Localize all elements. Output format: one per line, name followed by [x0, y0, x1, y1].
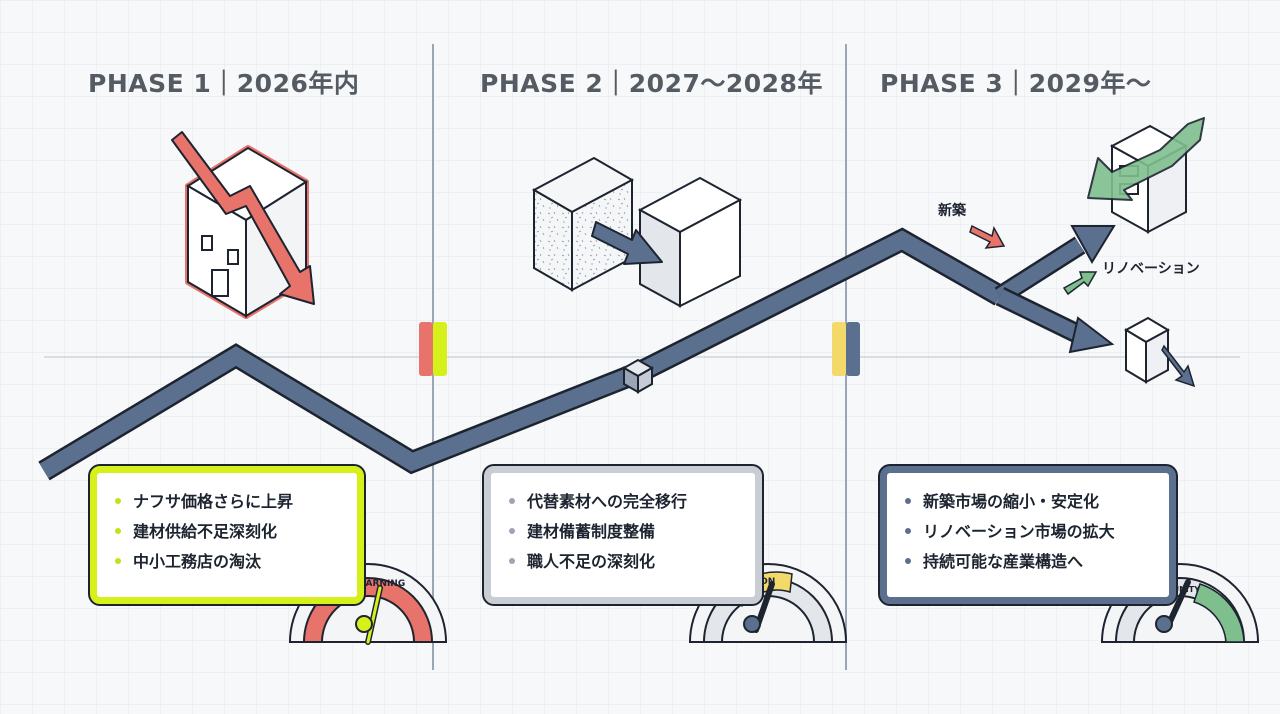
list-item: 新築市場の縮小・安定化 — [905, 487, 1151, 517]
list-item: 持続可能な産業構造へ — [905, 547, 1151, 577]
bullet-text: ナフサ価格さらに上昇 — [133, 492, 294, 511]
renovation-growth-arrow-icon — [1062, 271, 1098, 296]
building-growth-icon — [1087, 117, 1205, 234]
phase1-to-2-marker — [419, 322, 447, 376]
phase1-bullet-list: ナフサ価格さらに上昇 建材供給不足深刻化 中小工務店の淘汰 — [115, 487, 339, 577]
phase3-bullet-list: 新築市場の縮小・安定化 リノベーション市場の拡大 持続可能な産業構造へ — [905, 487, 1151, 577]
list-item: 建材備蓄制度整備 — [509, 517, 737, 547]
bullet-dot-icon — [905, 557, 911, 564]
bullet-dot-icon — [905, 527, 911, 534]
bullet-text: 中小工務店の淘汰 — [133, 552, 262, 571]
connector-cube-icon — [621, 358, 655, 394]
phase1-summary-box: ナフサ価格さらに上昇 建材供給不足深刻化 中小工務店の淘汰 — [90, 466, 364, 604]
bullet-text: 持続可能な産業構造へ — [923, 552, 1084, 571]
bullet-dot-icon — [115, 557, 121, 564]
bullet-dot-icon — [509, 557, 515, 564]
bullet-dot-icon — [115, 527, 121, 534]
phase3-title: PHASE 3｜2029年〜 — [880, 69, 1152, 98]
bullet-text: 建材供給不足深刻化 — [133, 522, 278, 541]
list-item: 中小工務店の淘汰 — [115, 547, 339, 577]
warning-gauge-label: WARNING — [356, 579, 405, 589]
bullet-text: リノベーション市場の拡大 — [923, 522, 1115, 541]
renovation-label: リノベーション — [1102, 261, 1200, 277]
bullet-dot-icon — [509, 497, 515, 504]
new-build-label: 新築 — [938, 203, 966, 219]
list-item: 建材供給不足深刻化 — [115, 517, 339, 547]
building-decline-icon — [171, 131, 315, 319]
phase2-to-3-marker — [832, 322, 860, 376]
phase2-title: PHASE 2｜2027〜2028年 — [480, 69, 823, 98]
new-build-branch-arrow-icon — [1070, 225, 1116, 264]
list-item: ナフサ価格さらに上昇 — [115, 487, 339, 517]
phase2-summary-box: 代替素材への完全移行 建材備蓄制度整備 職人不足の深刻化 — [484, 466, 762, 604]
bullet-text: 職人不足の深刻化 — [527, 552, 656, 571]
phase2-bullet-list: 代替素材への完全移行 建材備蓄制度整備 職人不足の深刻化 — [509, 487, 737, 577]
renovation-branch-arrow-icon — [1068, 316, 1115, 354]
phase3-summary-box: 新築市場の縮小・安定化 リノベーション市場の拡大 持続可能な産業構造へ — [880, 466, 1176, 604]
phase1-title: PHASE 1｜2026年内 — [88, 69, 360, 98]
bullet-text: 建材備蓄制度整備 — [527, 522, 656, 541]
list-item: 職人不足の深刻化 — [509, 547, 737, 577]
list-item: リノベーション市場の拡大 — [905, 517, 1151, 547]
bullet-dot-icon — [905, 497, 911, 504]
small-building-decline-icon — [1123, 316, 1196, 388]
bullet-dot-icon — [509, 527, 515, 534]
list-item: 代替素材への完全移行 — [509, 487, 737, 517]
material-substitution-icon — [531, 156, 743, 308]
new-build-decline-arrow-icon — [969, 224, 1006, 249]
trend-path — [38, 225, 1116, 481]
bullet-dot-icon — [115, 497, 121, 504]
bullet-text: 代替素材への完全移行 — [527, 492, 688, 511]
bullet-text: 新築市場の縮小・安定化 — [923, 492, 1100, 511]
